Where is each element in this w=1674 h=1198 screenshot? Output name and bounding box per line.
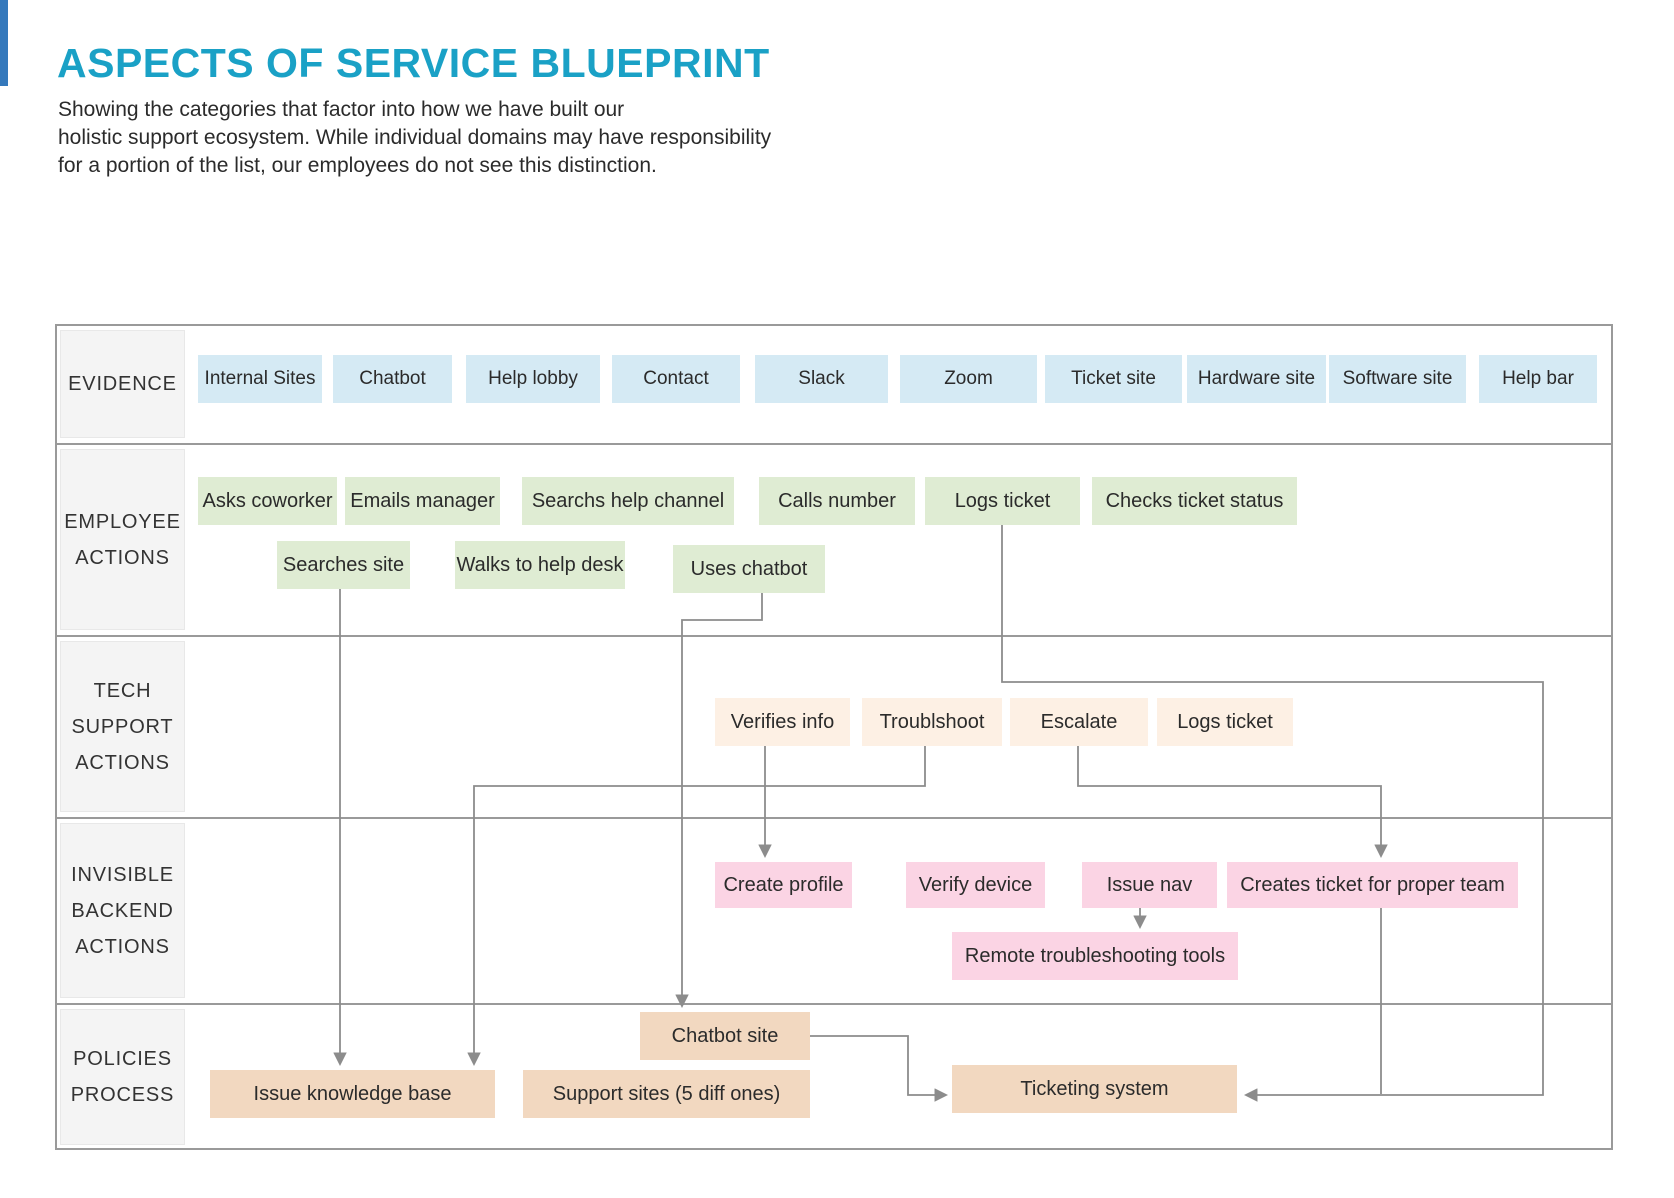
node-escalate: Escalate [1010,698,1148,746]
node-verifies-info: Verifies info [715,698,850,746]
node-issue-nav: Issue nav [1082,862,1217,908]
node-create-profile: Create profile [715,862,852,908]
row-label-policies-process: POLICIES PROCESS [60,1009,185,1145]
row-separator-2 [55,635,1613,637]
node-ticketing-system: Ticketing system [952,1065,1237,1113]
node-contact: Contact [612,355,740,403]
node-walks-to-help-desk: Walks to help desk [455,541,625,589]
subtitle-line-3: for a portion of the list, our employees… [58,154,657,177]
node-slack: Slack [755,355,888,403]
row-label-invisible-backend-actions: INVISIBLE BACKEND ACTIONS [60,823,185,998]
node-searchs-help-channel: Searchs help channel [522,477,734,525]
node-calls-number: Calls number [759,477,915,525]
subtitle-line-2: holistic support ecosystem. While indivi… [58,126,772,149]
page-title: ASPECTS OF SERVICE BLUEPRINT [57,40,770,86]
row-label-text: POLICIES [73,1048,172,1070]
node-internal-sites: Internal Sites [198,355,322,403]
node-chatbot: Chatbot [333,355,452,403]
node-logs-ticket: Logs ticket [1157,698,1293,746]
node-zoom: Zoom [900,355,1037,403]
row-label-text: INVISIBLE [71,863,174,886]
node-asks-coworker: Asks coworker [198,477,337,525]
node-help-bar: Help bar [1479,355,1597,403]
node-ticket-site: Ticket site [1045,355,1182,403]
node-help-lobby: Help lobby [466,355,600,403]
row-label-evidence: EVIDENCE [60,330,185,438]
node-hardware-site: Hardware site [1187,355,1326,403]
row-label-text: EMPLOYEE [64,510,181,533]
row-label-text: EVIDENCE [68,373,177,395]
row-label-text: ACTIONS [75,546,170,569]
node-verify-device: Verify device [906,862,1045,908]
node-troublshoot: Troublshoot [862,698,1002,746]
row-label-text: ACTIONS [75,751,170,774]
node-searches-site: Searches site [277,541,410,589]
node-emails-manager: Emails manager [345,477,500,525]
node-checks-ticket-status: Checks ticket status [1092,477,1297,525]
row-label-tech-support-actions: TECH SUPPORT ACTIONS [60,641,185,812]
node-creates-ticket-for-proper-team: Creates ticket for proper team [1227,862,1518,908]
node-logs-ticket: Logs ticket [925,477,1080,525]
node-software-site: Software site [1329,355,1466,403]
row-separator-1 [55,443,1613,445]
row-label-text: BACKEND [71,899,174,922]
row-label-text: PROCESS [70,1084,175,1106]
subtitle-line-1: Showing the categories that factor into … [58,98,625,121]
corner-accent-strip [0,0,8,86]
page-subtitle: Showing the categories that factor into … [58,96,771,180]
node-remote-troubleshooting-tools: Remote troubleshooting tools [952,932,1238,980]
row-separator-3 [55,817,1613,819]
row-label-text: ACTIONS [75,935,170,958]
node-issue-knowledge-base: Issue knowledge base [210,1070,495,1118]
row-separator-4 [55,1003,1613,1005]
row-label-text: SUPPORT [71,715,174,738]
row-label-text: TECH [93,679,152,702]
node-uses-chatbot: Uses chatbot [673,545,825,593]
node-chatbot-site: Chatbot site [640,1012,810,1060]
node-support-sites-5-diff-ones: Support sites (5 diff ones) [523,1070,810,1118]
row-label-employee-actions: EMPLOYEE ACTIONS [60,449,185,630]
